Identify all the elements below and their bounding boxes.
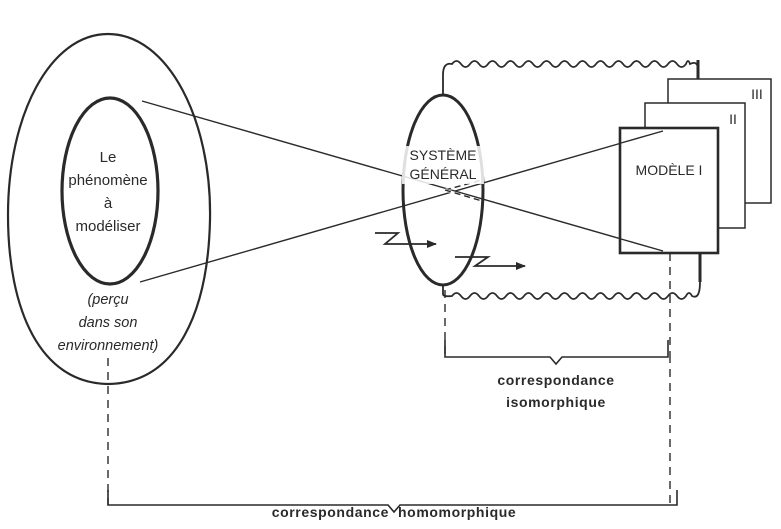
environment-outline bbox=[6, 32, 212, 386]
phenomenon-label: Le phénomène à modéliser bbox=[68, 149, 147, 235]
wavy-link-bottom bbox=[442, 281, 701, 300]
phenomenon-line-1: Le bbox=[100, 149, 117, 166]
phenomenon-line-2: phénomène bbox=[68, 172, 147, 189]
isomorphic-line-1: correspondance bbox=[497, 372, 614, 388]
phenomenon-line-4: modéliser bbox=[75, 218, 140, 235]
flow-arrow-1 bbox=[375, 232, 437, 248]
projection-line-lower bbox=[139, 130, 664, 283]
model-II-label: II bbox=[729, 111, 737, 127]
isomorphic-bracket bbox=[444, 340, 669, 366]
homomorphic-label: correspondance homomorphique bbox=[272, 504, 517, 520]
flow-arrow-2 bbox=[455, 256, 526, 270]
phenomenon-ellipse bbox=[60, 96, 160, 286]
perception-line-2: dans son bbox=[79, 315, 138, 331]
model-III-label: III bbox=[751, 86, 763, 102]
general-system-line-1: SYSTÈME bbox=[410, 147, 477, 163]
projection-line-hidden-b-dash bbox=[444, 189, 483, 202]
projection-line-lower-inside-model bbox=[620, 130, 664, 144]
general-system-ellipse bbox=[401, 93, 485, 287]
perception-note: (perçu dans son environnement) bbox=[58, 292, 159, 354]
model-I-card bbox=[618, 126, 720, 255]
general-system-line-2: GÉNÉRAL bbox=[410, 166, 477, 182]
isomorphic-line-2: isomorphique bbox=[506, 394, 606, 410]
phenomenon-line-3: à bbox=[104, 195, 113, 212]
perception-line-1: (perçu bbox=[87, 292, 128, 308]
model-I-label: MODÈLE I bbox=[636, 162, 703, 178]
wavy-link-top bbox=[442, 60, 699, 95]
isomorphic-label: correspondance isomorphique bbox=[497, 372, 614, 410]
homomorphic-bracket bbox=[107, 490, 678, 514]
projection-line-upper-inside-model bbox=[620, 238, 664, 252]
perception-line-3: environnement) bbox=[58, 338, 159, 354]
general-system-label: SYSTÈME GÉNÉRAL bbox=[402, 146, 484, 184]
